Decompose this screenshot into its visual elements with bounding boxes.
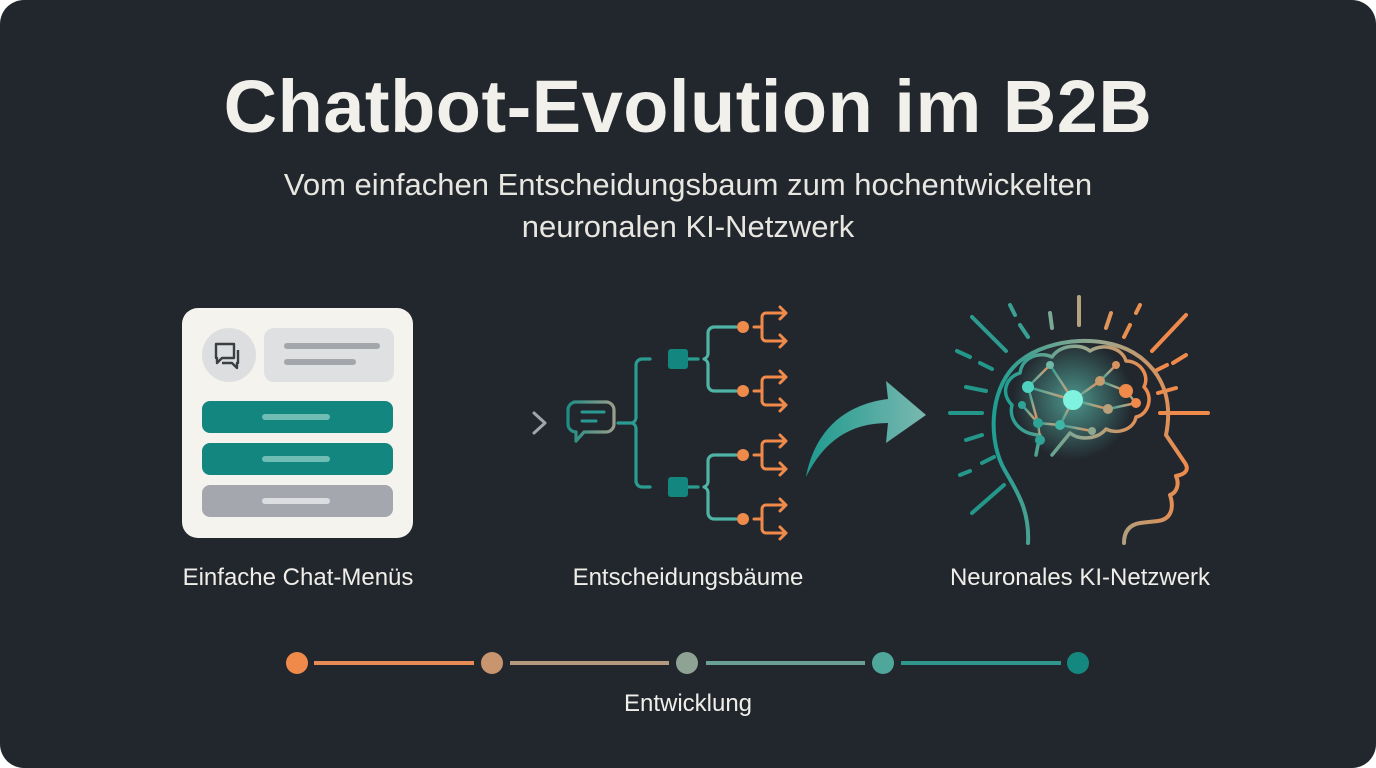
menu-option-2: [202, 443, 393, 475]
timeline-dot-4: [872, 652, 894, 674]
decision-tree-icon: [566, 305, 788, 541]
arrow-right-icon: [435, 411, 547, 435]
timeline-label: Entwicklung: [623, 690, 753, 717]
subtitle-line-1: Vom einfachen Entscheidungsbaum zum hoch…: [283, 167, 1093, 202]
stage-label-decision-trees: Entscheidungsbäume: [572, 564, 804, 591]
chat-bubbles-avatar: [202, 328, 256, 382]
stage-label-chat-menus: Einfache Chat-Menüs: [182, 564, 414, 591]
curved-arrow-icon: [806, 381, 926, 477]
timeline-dot-2: [481, 652, 503, 674]
message-bubble: [264, 328, 394, 382]
timeline-dot-3: [676, 652, 698, 674]
subtitle-line-2: neuronalen KI-Netzwerk: [521, 209, 855, 244]
ai-brain-head-icon: [948, 295, 1210, 545]
page-title: Chatbot-Evolution im B2B: [223, 65, 1153, 148]
menu-option-3: [202, 485, 393, 517]
menu-option-1: [202, 401, 393, 433]
timeline-dot-1: [286, 652, 308, 674]
evolution-timeline: [286, 652, 1089, 674]
chat-menu-card-icon: [182, 308, 413, 538]
stage-label-neural-network: Neuronales KI-Netzwerk: [949, 564, 1211, 591]
chat-bubbles-icon: [214, 342, 240, 370]
timeline-dot-5: [1067, 652, 1089, 674]
page-subtitle: Vom einfachen Entscheidungsbaum zum hoch…: [0, 164, 1376, 248]
